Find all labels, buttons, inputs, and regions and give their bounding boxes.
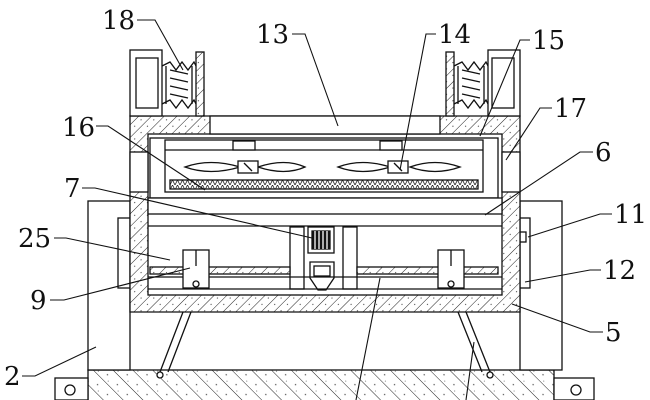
leader-strut: [465, 341, 475, 400]
lead-screw-left: [149, 266, 291, 275]
leader-17: [505, 107, 552, 161]
label-7: 7: [64, 174, 81, 204]
leader-9: [50, 267, 191, 301]
label-6: 6: [595, 138, 612, 168]
label-5: 5: [605, 318, 622, 348]
base-lug-left: [54, 377, 89, 400]
side-guide-right: [519, 217, 531, 289]
leader-2: [22, 346, 97, 377]
leader-18: [137, 19, 184, 71]
leader-5: [511, 303, 603, 333]
spring-icon: [445, 49, 521, 117]
leader-screw: [355, 277, 381, 400]
label-11: 11: [614, 200, 647, 230]
lead-screw-right: [356, 266, 499, 275]
label-13: 13: [256, 20, 289, 50]
slider-block-icon: [437, 249, 465, 289]
strut-right: [457, 311, 491, 373]
side-window-right: [501, 151, 521, 193]
partition-plate: [147, 197, 503, 215]
label-17: 17: [554, 94, 587, 124]
side-window-left: [129, 151, 149, 193]
strut-left: [159, 311, 192, 373]
leader-13: [292, 33, 339, 127]
leader-12: [524, 269, 601, 283]
part-labels: 18 13 14 15 16 17 6 7 11 25 12 9 5 2: [4, 6, 647, 392]
fan-icon: [336, 140, 462, 174]
leader-14: [399, 33, 436, 171]
filter-mesh: [169, 179, 479, 190]
label-18: 18: [102, 6, 135, 36]
leader-7: [82, 187, 313, 239]
strut-pivot-left: [156, 371, 164, 379]
guide-slot-right: [519, 231, 527, 243]
coupling-core: [313, 265, 331, 277]
bolt-hole-right: [570, 384, 582, 396]
base-lug-right: [553, 377, 595, 400]
label-2: 2: [4, 362, 21, 392]
label-16: 16: [62, 113, 95, 143]
top-opening: [209, 115, 441, 135]
frame-lines: [54, 49, 595, 400]
spring-icon: [129, 49, 205, 117]
leader-15: [479, 39, 530, 137]
label-9: 9: [30, 286, 47, 316]
leader-16: [96, 125, 206, 191]
strut-pivot-right: [486, 371, 494, 379]
label-12: 12: [603, 256, 636, 286]
label-14: 14: [438, 20, 471, 50]
mount-pillar-right: [342, 226, 358, 290]
bolt-hole-left: [64, 384, 76, 396]
motor-icon: [307, 226, 335, 254]
leader-25: [54, 237, 171, 261]
fan-icon: [183, 140, 307, 174]
leader-6: [484, 151, 593, 216]
leader-lines: [22, 19, 612, 400]
leader-11: [527, 213, 612, 238]
side-guide-left: [117, 217, 131, 289]
label-15: 15: [532, 26, 565, 56]
mount-pillar-left: [289, 226, 305, 290]
label-25: 25: [18, 224, 51, 254]
